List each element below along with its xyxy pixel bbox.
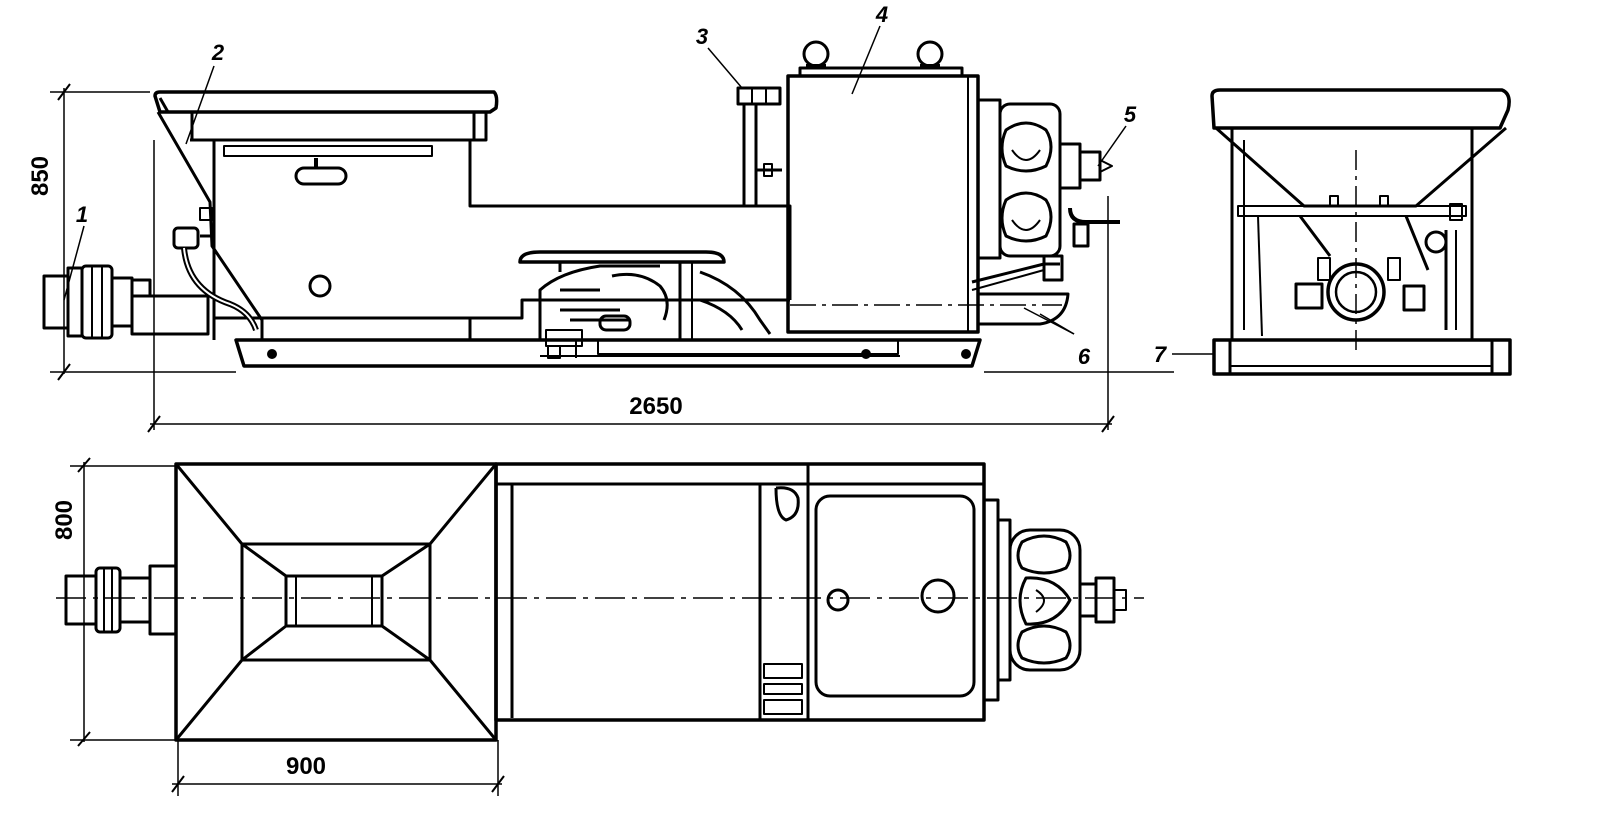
callout-3: 3 [696,24,708,49]
front-view [1210,88,1512,376]
callout-4: 4 [875,2,888,27]
dimension-lines [50,83,1174,796]
callout-1: 1 [76,202,88,227]
hopper-plan [174,462,498,742]
dim-hopper-length-label: 900 [286,753,326,780]
pump-head-side [976,98,1120,260]
callout-7: 7 [1154,342,1168,367]
callout-6: 6 [1078,344,1091,369]
valve-assembly [736,86,782,206]
hopper-side [153,90,499,340]
leader-lines [63,25,1214,355]
pump-head-plan [982,498,1127,702]
base-skid [234,338,982,368]
outlet-pipe-plan [64,564,178,636]
motor-housing [786,40,1062,334]
drive-unit [518,250,772,359]
side-view [42,40,1120,368]
dim-plan-width-label: 800 [51,500,78,540]
dim-overall-length-label: 2650 [629,393,682,420]
dim-height-label: 850 [27,156,54,196]
mixer-body [212,140,792,340]
callout-2: 2 [211,40,225,65]
plan-view [56,462,1144,742]
callout-5: 5 [1124,102,1137,127]
hose-fitting [172,207,259,332]
outlet-pipe-side [42,264,210,340]
body-plan [494,462,986,722]
lower-pan [971,254,1075,335]
